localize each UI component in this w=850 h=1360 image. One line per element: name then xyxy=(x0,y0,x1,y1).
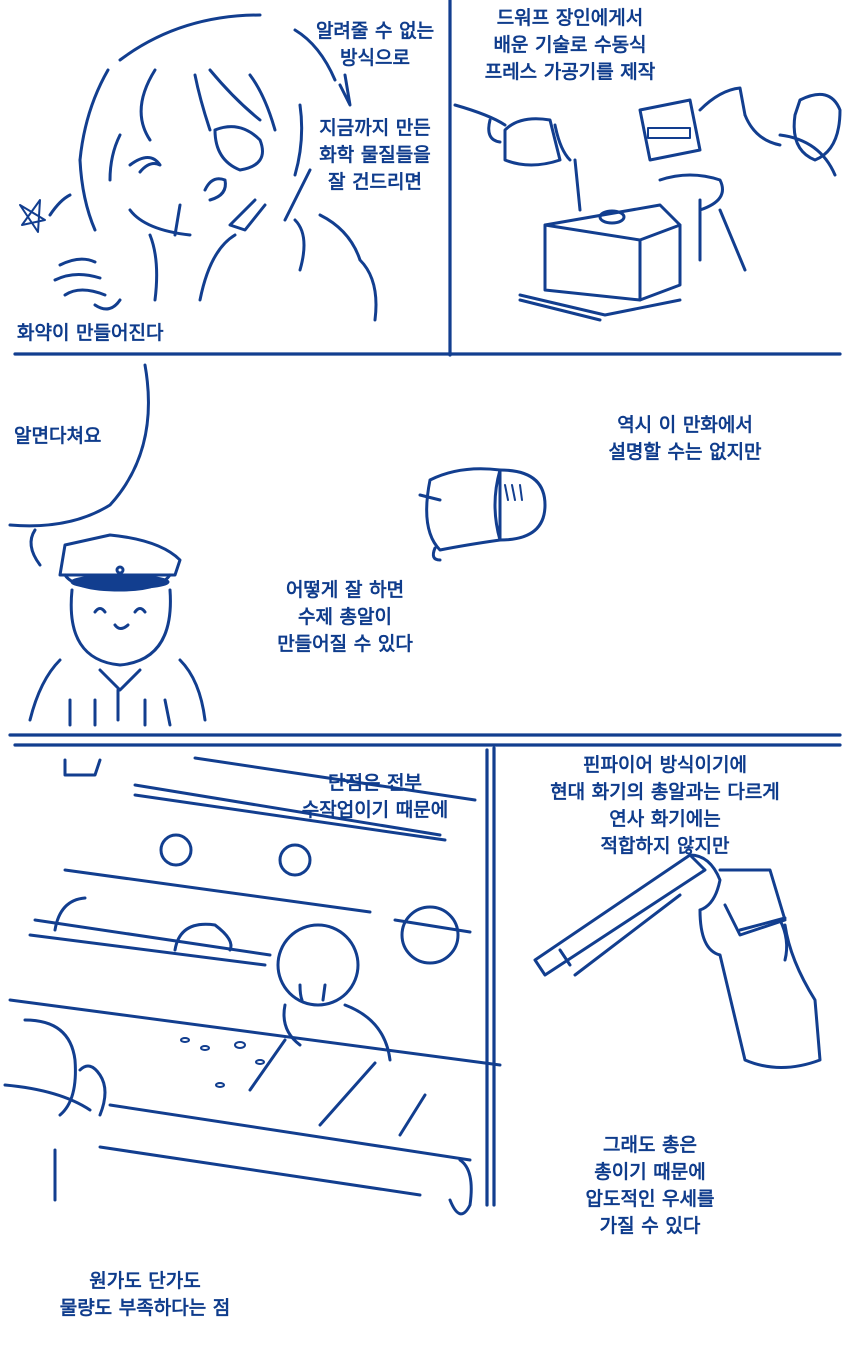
press-machine-drawing xyxy=(453,86,842,322)
caption-p4-a: 단점은 전부 수작업이기 때문에 xyxy=(301,772,449,821)
panel-borders xyxy=(8,0,842,1207)
speech-bubble-text: 알면다쳐요 xyxy=(14,425,102,447)
pinfire-gun-drawing xyxy=(533,853,822,1069)
caption-p1-a: 알려줄 수 없는 방식으로 xyxy=(315,20,435,69)
caption-p5-b: 그래도 총은 총이기 때문에 압도적인 우세를 가질 수 있다 xyxy=(585,1134,715,1237)
girl-drawing xyxy=(19,13,378,322)
bullet-drawing xyxy=(418,467,547,562)
caption-p2-a: 드워프 장인에게서 배운 기술로 수동식 프레스 가공기를 제작 xyxy=(484,7,656,83)
caption-p5-a: 핀파이어 방식이기에 현대 화기의 총알과는 다르게 연사 화기에는 적합하지 … xyxy=(550,754,780,857)
caption-p3-a: 역시 이 만화에서 설명할 수는 없지만 xyxy=(608,414,762,463)
caption-p1-b: 지금까지 만든 화학 물질들을 잘 건드리면 xyxy=(319,117,431,193)
caption-p1-c: 화약이 만들어진다 xyxy=(17,322,164,344)
workshop-drawing xyxy=(3,756,502,1216)
police-officer-drawing xyxy=(8,363,207,727)
caption-p4-b: 원가도 단가도 물량도 부족하다는 점 xyxy=(59,1270,231,1319)
caption-p3-b: 어떻게 잘 하면 수제 총알이 만들어질 수 있다 xyxy=(277,579,413,655)
